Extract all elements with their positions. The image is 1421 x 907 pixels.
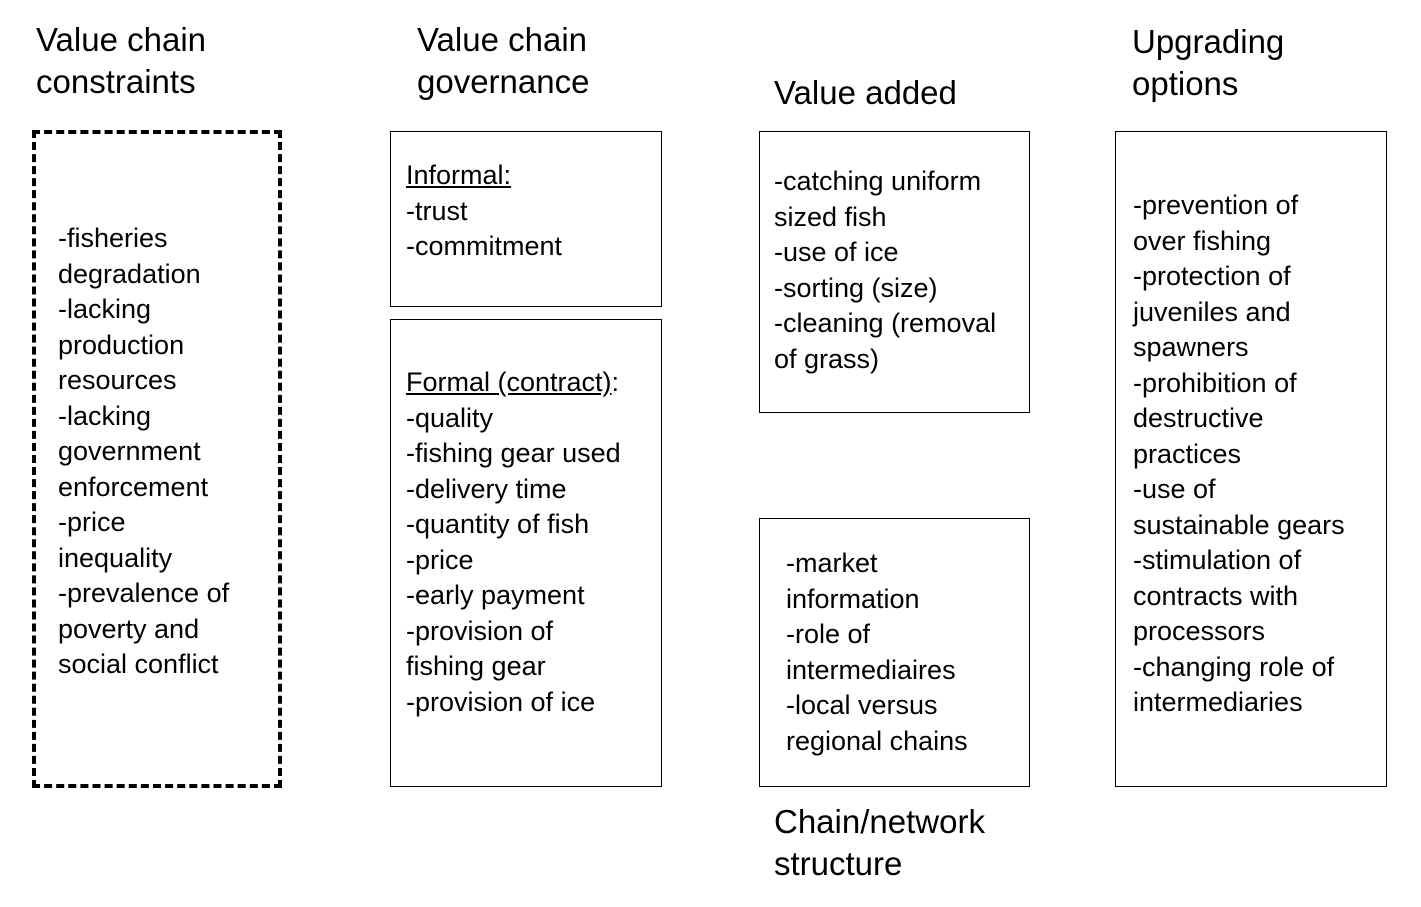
list-item: -fisheries xyxy=(58,223,168,253)
list-item: destructive xyxy=(1133,403,1264,433)
upgrading-options-box: -prevention of over fishing -protection … xyxy=(1115,131,1387,787)
list-item: -trust xyxy=(406,195,468,226)
heading-chain-network-structure: Chain/network structure xyxy=(774,803,985,882)
list-item: -use of xyxy=(1133,474,1216,504)
constraints-list: -fisheries degradation -lacking producti… xyxy=(58,221,229,683)
list-item: -prevalence of xyxy=(58,578,230,608)
heading-value-chain-constraints: Value chain constraints xyxy=(36,21,207,100)
list-item: government xyxy=(58,436,201,466)
formal-title: Formal (contract) xyxy=(406,367,612,397)
list-item: -stimulation of xyxy=(1133,545,1302,575)
value-added-list: -catching uniform sized fish -use of ice… xyxy=(774,164,996,377)
chain-structure-list: -market information -role of intermediai… xyxy=(786,546,968,759)
list-item: practices xyxy=(1133,438,1242,469)
list-item: information xyxy=(786,583,920,614)
chain-structure-box: -market information -role of intermediai… xyxy=(759,518,1030,787)
list-item: -lacking xyxy=(58,294,152,324)
list-item: -prevention of xyxy=(1133,190,1299,220)
list-item: of grass) xyxy=(774,343,880,374)
list-item: -price xyxy=(406,544,474,575)
informal-title: Informal: xyxy=(406,160,512,190)
list-item: degradation xyxy=(58,258,201,289)
list-item: -cleaning (removal xyxy=(774,308,997,338)
list-item: -quality xyxy=(406,402,494,433)
constraints-box: -fisheries degradation -lacking producti… xyxy=(32,130,282,788)
governance-formal-box: Formal (contract): -quality -fishing gea… xyxy=(390,319,662,787)
list-item: -quantity of fish xyxy=(406,509,590,539)
list-item: -sorting (size) xyxy=(774,272,938,303)
list-item: spawners xyxy=(1133,332,1249,362)
list-item: -delivery time xyxy=(406,473,567,504)
list-item: -market xyxy=(786,548,878,578)
list-item: intermediaries xyxy=(1133,687,1303,717)
list-item: production xyxy=(58,329,185,360)
list-item: -catching uniform xyxy=(774,166,982,196)
list-item: poverty and xyxy=(58,613,200,644)
list-item: -price xyxy=(58,507,126,537)
list-item: social conflict xyxy=(58,649,219,679)
heading-upgrading-options: Upgrading options xyxy=(1132,23,1285,102)
list-item: over fishing xyxy=(1133,225,1272,256)
list-item: intermediaires xyxy=(786,654,956,685)
heading-value-chain-governance: Value chain governance xyxy=(417,21,590,100)
list-item: sized fish xyxy=(774,201,887,232)
list-item: -provision of ice xyxy=(406,686,596,717)
list-item: juveniles and xyxy=(1133,296,1291,327)
governance-informal-box: Informal: -trust -commitment xyxy=(390,131,662,307)
heading-value-added: Value added xyxy=(774,74,957,111)
list-item: -local versus xyxy=(786,690,938,720)
value-added-box: -catching uniform sized fish -use of ice… xyxy=(759,131,1030,413)
list-item: enforcement xyxy=(58,471,209,502)
list-item: -role of xyxy=(786,619,871,649)
list-item: regional chains xyxy=(786,725,968,756)
list-item: -commitment xyxy=(406,231,563,261)
list-item: -lacking xyxy=(58,400,152,431)
list-item: -prohibition of xyxy=(1133,367,1297,398)
list-item: processors xyxy=(1133,616,1266,646)
list-item: inequality xyxy=(58,542,173,573)
formal-title-line: Formal (contract): xyxy=(406,365,621,401)
list-item: -early payment xyxy=(406,580,585,610)
list-item: -protection of xyxy=(1133,261,1291,291)
list-item: -provision of xyxy=(406,615,554,646)
list-item: -use of ice xyxy=(774,237,899,267)
formal-title-colon: : xyxy=(611,367,620,397)
list-item: -changing role of xyxy=(1133,651,1335,682)
list-item: fishing gear xyxy=(406,651,546,681)
formal-list: Formal (contract): -quality -fishing gea… xyxy=(406,365,621,720)
list-item: sustainable gears xyxy=(1133,509,1345,540)
list-item: resources xyxy=(58,365,177,395)
list-item: -fishing gear used xyxy=(406,438,621,468)
informal-list: Informal: -trust -commitment xyxy=(406,158,562,265)
list-item: contracts with xyxy=(1133,580,1299,611)
upgrading-list: -prevention of over fishing -protection … xyxy=(1133,188,1345,721)
